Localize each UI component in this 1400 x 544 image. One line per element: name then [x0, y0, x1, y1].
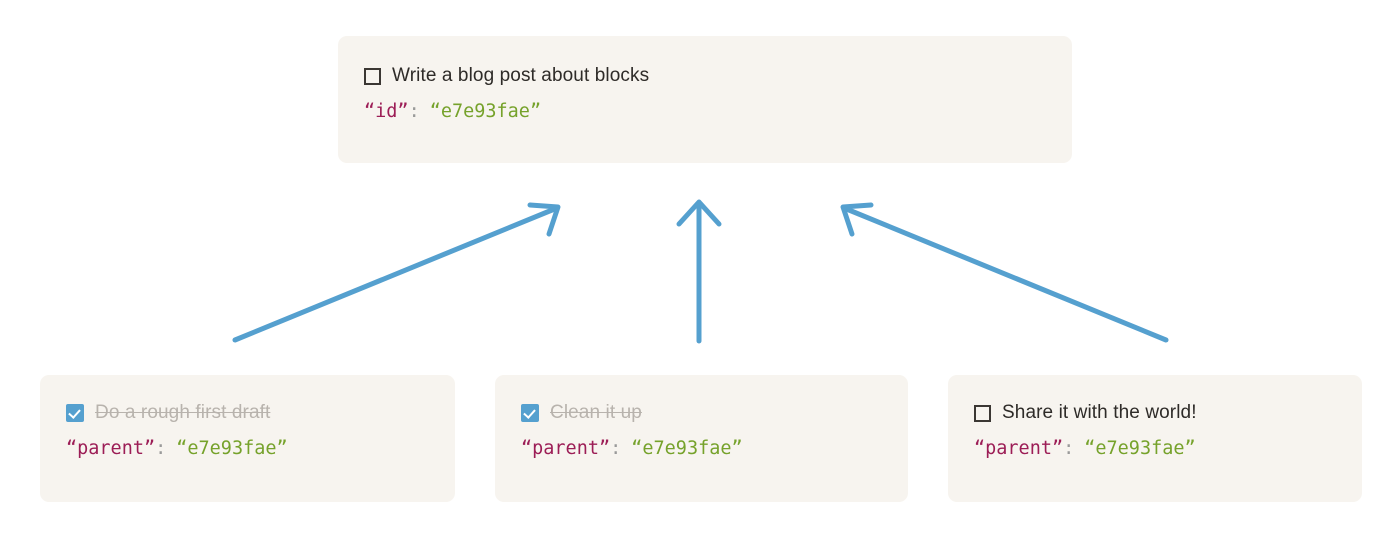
parent-task-label: Write a blog post about blocks	[392, 65, 650, 86]
json-value: “e7e93fae”	[631, 438, 743, 459]
child-3-json-line: “parent”: “e7e93fae”	[974, 438, 1362, 459]
child-3-task-label: Share it with the world!	[1002, 402, 1197, 423]
child-2-task-row[interactable]: Clean it up	[521, 401, 908, 425]
parent-json-line: “id”: “e7e93fae”	[364, 101, 1072, 122]
child-2-task-label: Clean it up	[550, 402, 642, 423]
arrow-child-1-to-parent	[232, 202, 561, 343]
child-block-card-1[interactable]: Do a rough first draft “parent”: “e7e93fa…	[40, 375, 455, 502]
parent-task-row[interactable]: Write a blog post about blocks	[364, 64, 1072, 88]
json-key: “parent”	[974, 438, 1064, 459]
json-value: “e7e93fae”	[1084, 438, 1196, 459]
json-colon: :	[408, 101, 420, 122]
checkbox-checked-icon[interactable]	[66, 404, 84, 422]
child-block-card-2[interactable]: Clean it up “parent”: “e7e93fae”	[495, 375, 908, 502]
arrow-child-3-to-parent	[840, 202, 1169, 343]
json-value: “e7e93fae”	[429, 101, 542, 122]
parent-block-card[interactable]: Write a blog post about blocks “id”: “e7e…	[338, 36, 1072, 163]
json-key: “id”	[364, 101, 409, 122]
json-colon: :	[155, 438, 167, 459]
checkbox-checked-icon[interactable]	[521, 404, 539, 422]
arrow-child-2-to-parent	[676, 199, 722, 344]
json-key: “parent”	[66, 438, 156, 459]
child-block-card-3[interactable]: Share it with the world! “parent”: “e7e93…	[948, 375, 1362, 502]
checkbox-empty-icon[interactable]	[364, 67, 381, 85]
child-2-json-line: “parent”: “e7e93fae”	[521, 438, 908, 459]
json-colon: :	[1063, 438, 1075, 459]
child-1-json-line: “parent”: “e7e93fae”	[66, 438, 455, 459]
child-1-task-row[interactable]: Do a rough first draft	[66, 401, 455, 425]
json-colon: :	[610, 438, 622, 459]
json-key: “parent”	[521, 438, 611, 459]
child-3-task-row[interactable]: Share it with the world!	[974, 401, 1362, 425]
checkbox-empty-icon[interactable]	[974, 404, 991, 422]
child-1-task-label: Do a rough first draft	[95, 402, 271, 423]
json-value: “e7e93fae”	[176, 438, 288, 459]
